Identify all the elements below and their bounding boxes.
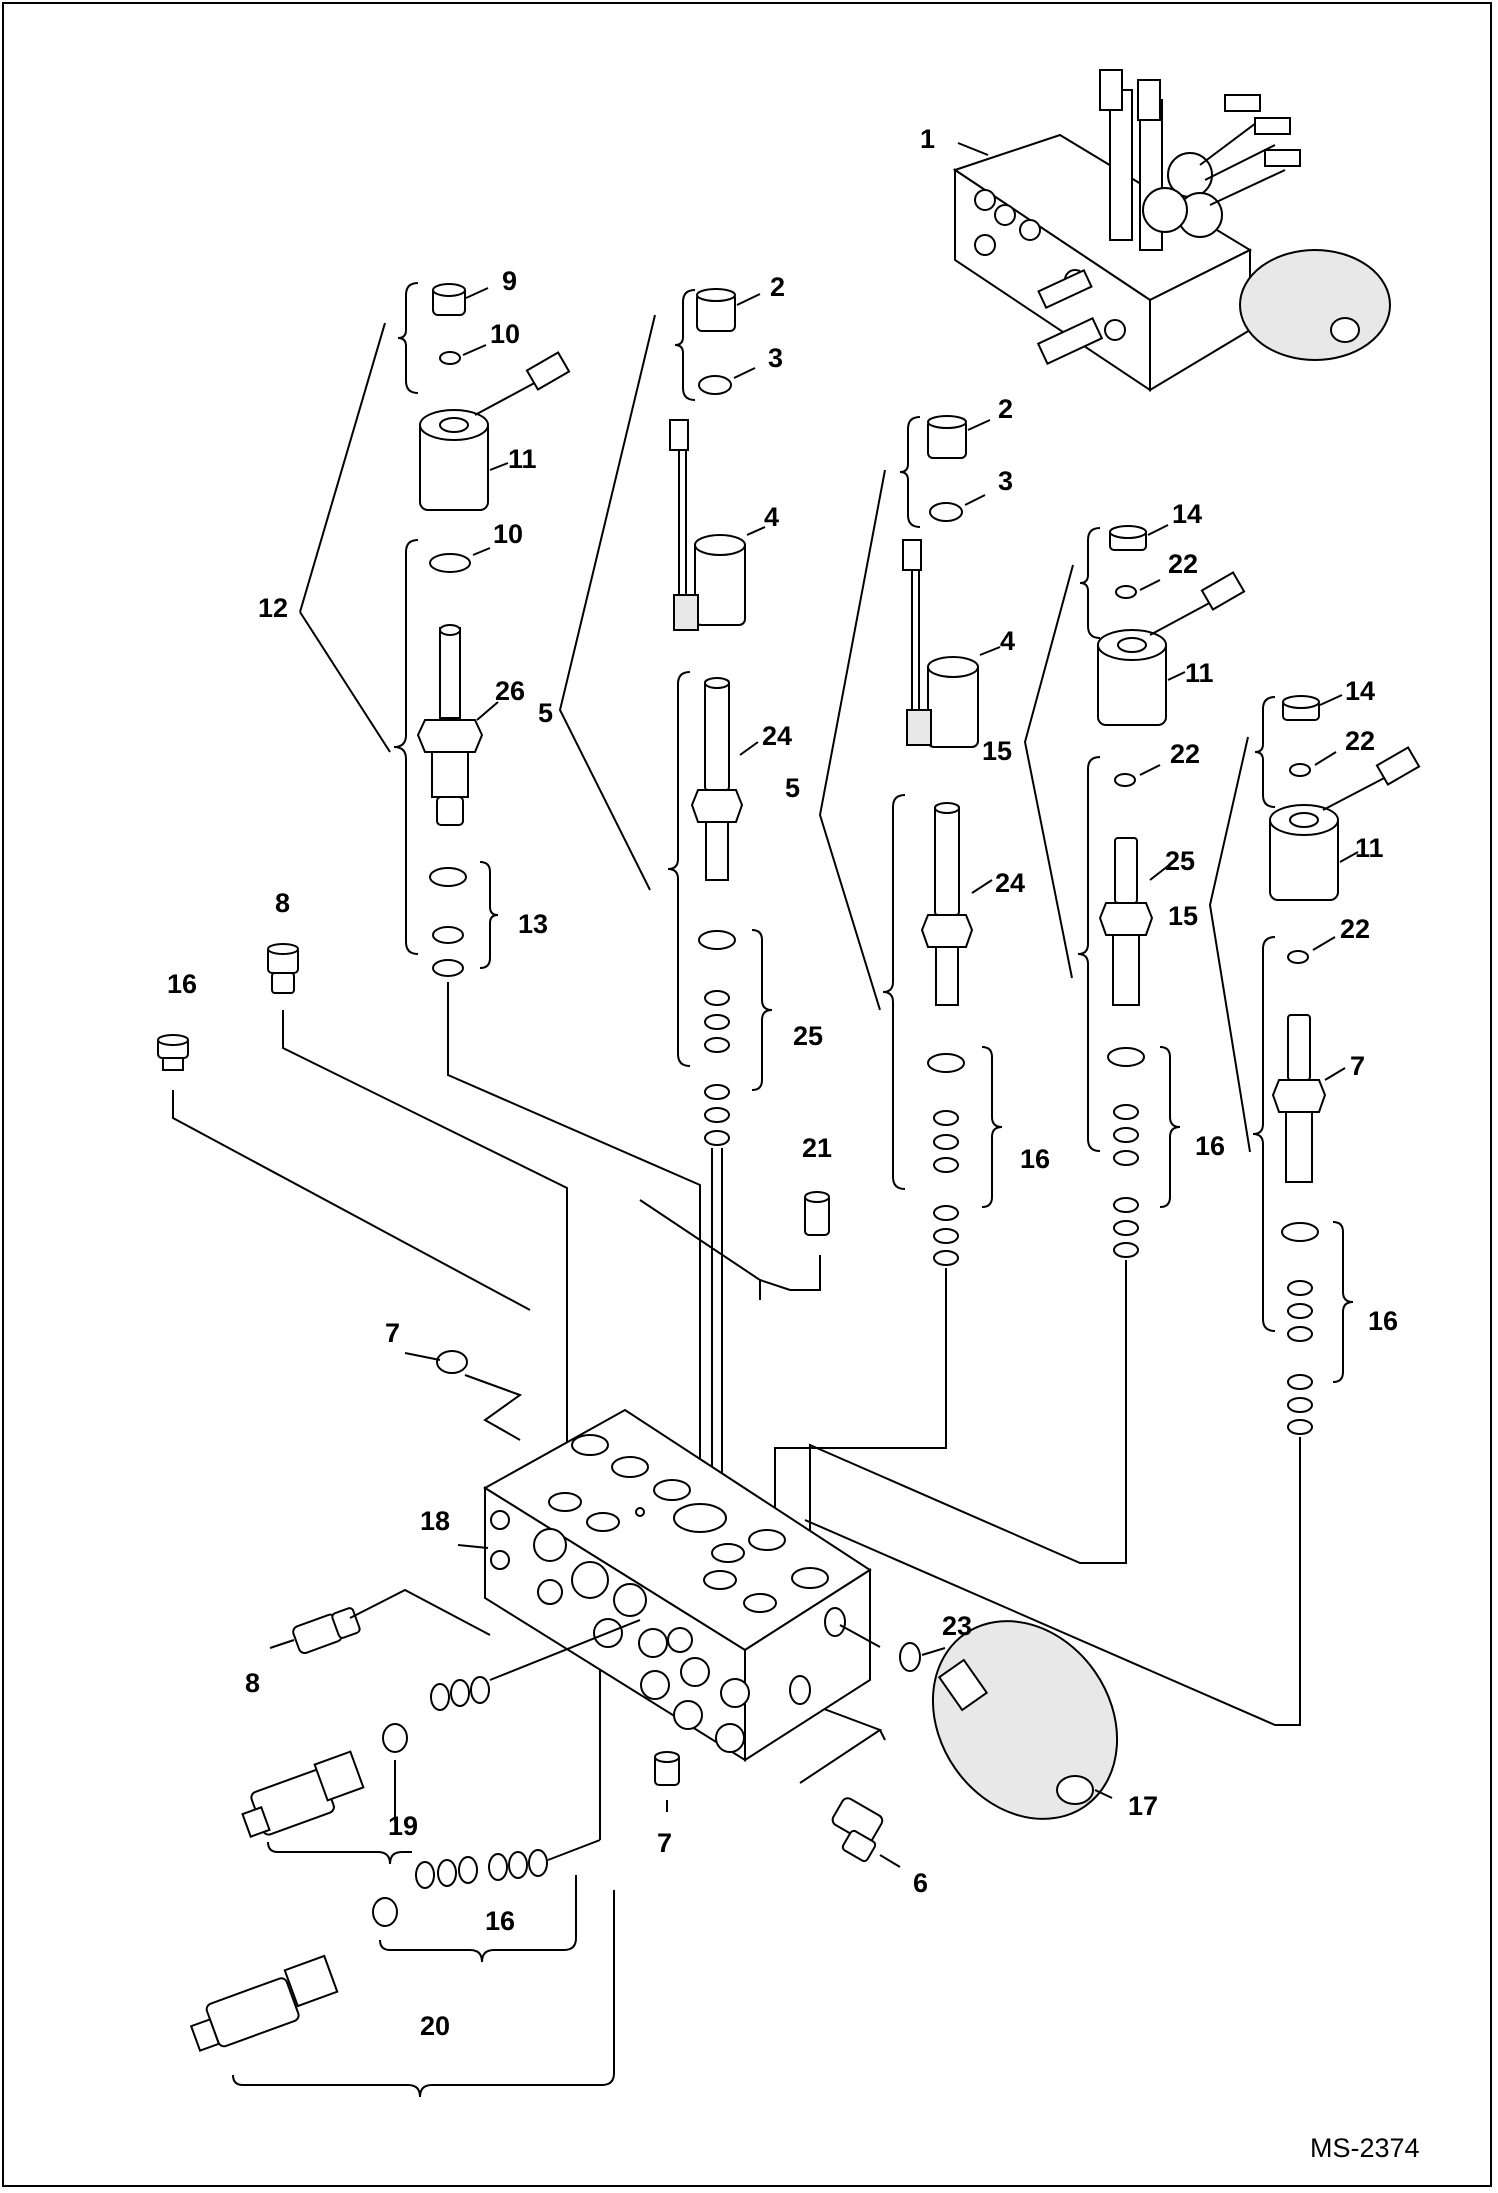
- callout-label: 21: [802, 1133, 832, 1163]
- callout-label: 16: [1195, 1131, 1225, 1161]
- drawing-code: MS-2374: [1310, 2133, 1420, 2163]
- callout-label: 24: [762, 721, 792, 751]
- callout-label: 3: [998, 466, 1013, 496]
- group-line-12: [299, 322, 391, 753]
- callout-label: 24: [995, 868, 1025, 898]
- callout-label: 13: [518, 909, 548, 939]
- group-line-15-left: [1023, 564, 1074, 979]
- callout-label: 7: [385, 1318, 400, 1348]
- manifold-block: [457, 1408, 872, 1762]
- accumulator: [839, 1620, 1119, 1820]
- callout-label: 7: [657, 1828, 672, 1858]
- callout-label: 14: [1345, 676, 1375, 706]
- callout-label: 14: [1172, 499, 1202, 529]
- callout-label: 22: [1168, 549, 1198, 579]
- callout-label: 22: [1340, 914, 1370, 944]
- loose-parts: [157, 943, 901, 1868]
- relief-valve-19: [241, 1619, 641, 1865]
- callout-label: 4: [764, 502, 779, 532]
- assembled-manifold: [952, 69, 1391, 392]
- callout-label: 23: [942, 1611, 972, 1641]
- callout-label: 18: [420, 1506, 450, 1536]
- callout-label: 5: [538, 698, 553, 728]
- column-b-parts: [667, 288, 773, 1520]
- group-line-5-left: [558, 314, 656, 891]
- callout-label: 15: [982, 736, 1012, 766]
- callout-label: 26: [495, 676, 525, 706]
- callout-label: 6: [913, 1868, 928, 1898]
- callout-label: 22: [1345, 726, 1375, 756]
- callout-label: 11: [508, 444, 537, 474]
- column-c-parts: [774, 415, 1003, 1528]
- callout-label: 22: [1170, 739, 1200, 769]
- column-d-parts: [809, 524, 1246, 1564]
- group-line-5-right: [818, 469, 886, 1011]
- callout-label: 25: [1165, 846, 1195, 876]
- callout-label: 16: [485, 1906, 515, 1936]
- callout-label: 8: [245, 1668, 260, 1698]
- callout-label: 17: [1128, 1791, 1158, 1821]
- callout-label: 3: [768, 343, 783, 373]
- callout-label: 16: [167, 969, 197, 999]
- callout-label: 9: [502, 266, 517, 296]
- callout-label: 20: [420, 2011, 450, 2041]
- callout-label: 16: [1020, 1144, 1050, 1174]
- callout-labels: 1 9 2 10 3 11 2 3 4 10 14 22 12 4 11 26 …: [167, 124, 1420, 2163]
- callout-label: 2: [770, 272, 785, 302]
- column-e-parts: [804, 694, 1421, 1726]
- callout-label: 7: [1350, 1051, 1365, 1081]
- callout-label: 5: [785, 773, 800, 803]
- callout-label: 12: [258, 593, 288, 623]
- callout-label: 25: [793, 1021, 823, 1051]
- callout-label: 16: [1368, 1306, 1398, 1336]
- callout-label: 15: [1168, 901, 1198, 931]
- group-line-15-right: [1208, 736, 1251, 1153]
- callout-label: 4: [1000, 626, 1015, 656]
- callout-label: 2: [998, 394, 1013, 424]
- callout-label: 10: [490, 319, 520, 349]
- callout-label: 11: [1185, 658, 1214, 688]
- callout-label: 19: [388, 1811, 418, 1841]
- relief-valve-20: [189, 1670, 615, 2098]
- callout-label: 10: [493, 519, 523, 549]
- callout-label: 8: [275, 888, 290, 918]
- callout-label: 11: [1355, 833, 1384, 863]
- callout-label: 1: [920, 124, 935, 154]
- column-a-parts: [393, 282, 701, 1522]
